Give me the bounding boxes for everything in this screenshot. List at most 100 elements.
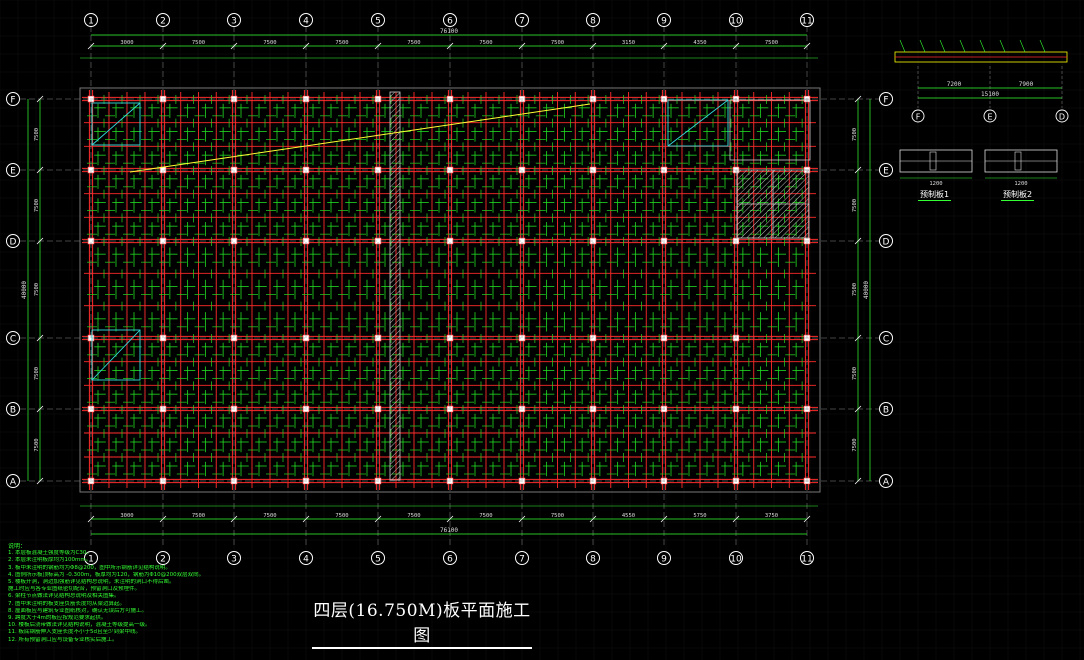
axis-label-col: 6	[447, 17, 453, 27]
section-rebar	[1039, 39, 1046, 53]
detail-axis-label: E	[987, 113, 992, 122]
dim-tick	[87, 515, 95, 523]
axis-label-col: 10	[730, 17, 742, 27]
detail-dim: 7200	[947, 81, 962, 88]
axis-label-row: A	[10, 478, 17, 488]
dim-tick	[732, 42, 740, 50]
axis-bubble	[879, 92, 893, 106]
axis-label-col: 10	[730, 555, 742, 565]
axis-bubble	[84, 13, 98, 27]
note-line: 施工时应与各专业图纸密切配合，预留洞口及预埋件。	[8, 586, 141, 593]
axis-label-col: 11	[801, 555, 812, 565]
dim-text: 7500	[407, 513, 420, 519]
dim-text: 7500	[407, 40, 420, 46]
axis-bubble	[227, 13, 241, 27]
precast-dim: 1200	[929, 181, 942, 187]
post-pour-strip	[389, 91, 401, 481]
axis-bubble	[657, 13, 671, 27]
detail-dim-total: 15100	[981, 91, 999, 98]
axis-label-col: 9	[661, 17, 667, 27]
detail-label-1: 预制板1	[918, 190, 952, 201]
axis-label-col: 4	[303, 555, 309, 565]
elevator-shaft	[729, 99, 811, 161]
axis-bubble	[443, 13, 457, 27]
dim-total: 76100	[440, 527, 458, 534]
dim-tick	[854, 477, 862, 485]
axis-bubble	[879, 402, 893, 416]
precast-rib	[1014, 151, 1022, 171]
dim-tick	[374, 42, 382, 50]
axis-bubble	[879, 163, 893, 177]
detail-axis-bubble	[983, 109, 997, 123]
axis-label-row: B	[883, 406, 889, 416]
axis-label-col: 1	[88, 555, 94, 565]
dim-tick	[87, 42, 95, 50]
stair-opening	[667, 99, 729, 147]
axis-label-col: 5	[375, 555, 381, 565]
dim-tick	[446, 42, 454, 50]
dim-tick	[854, 237, 862, 245]
dim-tick	[803, 42, 811, 50]
axis-bubble	[6, 402, 20, 416]
section-rebar	[939, 39, 946, 53]
dim-tick	[518, 515, 526, 523]
axis-bubble	[299, 13, 313, 27]
detail-axis-bubble	[911, 109, 925, 123]
axis-bubble	[6, 331, 20, 345]
dim-text: 7500	[852, 128, 858, 141]
dim-text: 7500	[551, 513, 564, 519]
axis-bubble	[371, 13, 385, 27]
axis-bubble	[586, 551, 600, 565]
dim-text: 7500	[263, 513, 276, 519]
dim-tick	[446, 515, 454, 523]
section-rebar	[919, 39, 926, 53]
dim-tick	[854, 166, 862, 174]
precast-dim: 1200	[1014, 181, 1027, 187]
dim-text: 7500	[34, 128, 40, 141]
note-line: 6. 梁柱节点做法详见结构总说明及相关图集。	[8, 593, 120, 600]
dim-total: 40000	[863, 281, 870, 299]
axis-label-col: 2	[160, 555, 166, 565]
stair-diagonal	[667, 99, 729, 147]
axis-bubble	[515, 13, 529, 27]
axis-label-col: 7	[519, 555, 525, 565]
axis-bubble	[156, 551, 170, 565]
dim-tick	[36, 334, 44, 342]
dim-tick	[36, 95, 44, 103]
axis-bubble	[6, 474, 20, 488]
section-rebar	[959, 39, 966, 53]
dim-tick	[518, 42, 526, 50]
axis-bubble	[515, 551, 529, 565]
axis-label-col: 9	[661, 555, 667, 565]
axis-label-row: E	[883, 167, 889, 177]
stair-opening	[91, 102, 141, 146]
dim-tick	[159, 515, 167, 523]
dim-tick	[854, 405, 862, 413]
note-line: 12. 所有预留洞口应与设备专业核实后施工。	[8, 636, 118, 643]
axis-label-col: 1	[88, 17, 94, 27]
dim-total: 40000	[21, 281, 28, 299]
dim-text: 7500	[335, 40, 348, 46]
stair-diagonal	[91, 329, 141, 381]
dim-text: 7500	[852, 283, 858, 296]
dim-text: 7500	[34, 367, 40, 380]
dim-tick	[36, 405, 44, 413]
dim-text: 5750	[693, 513, 706, 519]
dim-text: 3000	[120, 40, 133, 46]
axis-label-col: 7	[519, 17, 525, 27]
axis-label-row: D	[10, 238, 17, 248]
precast-rib	[929, 151, 937, 171]
axis-label-row: F	[883, 96, 888, 106]
dim-tick	[660, 42, 668, 50]
axis-bubble	[6, 234, 20, 248]
axis-label-row: C	[10, 335, 16, 345]
dim-text: 4550	[622, 513, 635, 519]
axis-bubble	[156, 13, 170, 27]
dim-text: 7500	[479, 513, 492, 519]
dim-text: 7500	[192, 513, 205, 519]
detail-axis-label: D	[1059, 113, 1065, 122]
drawing-title: 四层(16.750M)板平面施工图	[312, 596, 532, 649]
dim-tick	[159, 42, 167, 50]
